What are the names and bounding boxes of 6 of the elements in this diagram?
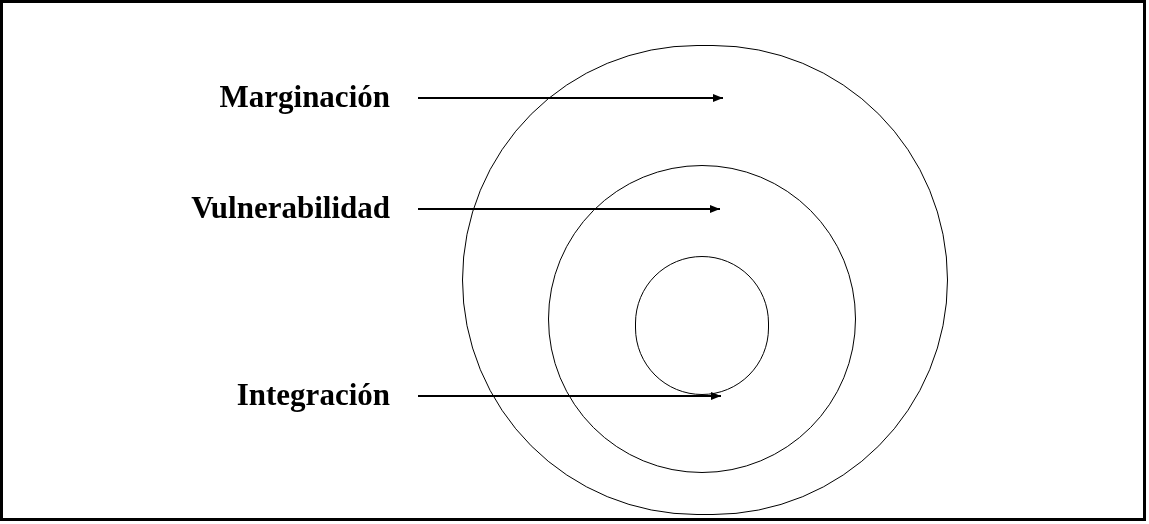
arrow — [418, 94, 723, 102]
arrow — [418, 392, 721, 400]
arrow — [418, 205, 720, 213]
label-text: Vulnerabilidad — [90, 186, 390, 228]
label-text: Integración — [90, 373, 390, 415]
label-text: Marginación — [90, 75, 390, 117]
